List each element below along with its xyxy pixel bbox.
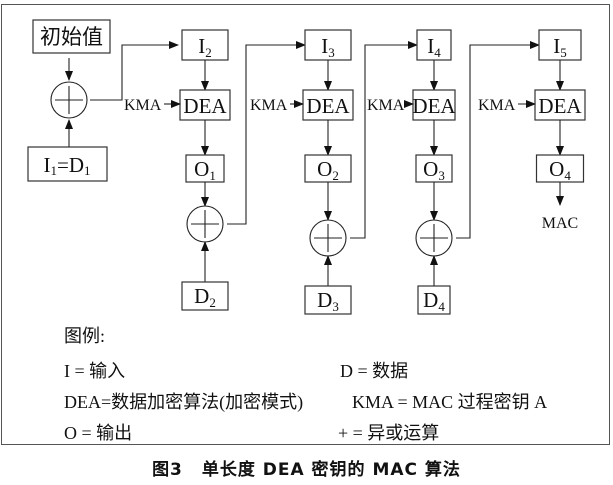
legend-item-input: I = 输入 xyxy=(64,361,126,381)
data-box xyxy=(304,285,352,315)
kma-label: KMA xyxy=(367,97,405,114)
chain-wire xyxy=(456,41,540,239)
output-label: O2 xyxy=(317,157,339,183)
first-input-label: I1=D1 xyxy=(43,153,90,178)
figure-number: 图3 xyxy=(152,460,183,480)
output-label: O4 xyxy=(549,157,571,183)
data-label: D2 xyxy=(194,284,216,310)
kma-label: KMA xyxy=(124,97,162,114)
dea-box xyxy=(534,89,586,121)
input-box xyxy=(538,29,582,61)
xor-icon xyxy=(50,58,88,147)
figure-title: 单长度 DEA 密钥的 MAC 算法 xyxy=(201,460,461,480)
first-input-box: I1=D1 xyxy=(27,146,108,182)
legend-item-data: D = 数据 xyxy=(340,361,409,381)
xor-icon xyxy=(415,219,453,257)
data-box xyxy=(181,281,229,311)
input-label: I2 xyxy=(198,34,212,60)
kma-label: KMA xyxy=(478,97,516,114)
diagram-frame xyxy=(1,4,610,445)
legend-item-output: O = 输出 xyxy=(64,423,133,443)
output-label: O1 xyxy=(194,157,216,183)
data-label: D3 xyxy=(317,288,339,314)
output-label: O3 xyxy=(423,157,445,183)
xor-icon xyxy=(186,205,224,243)
kma-label: KMA xyxy=(250,97,288,114)
figure-caption: 图3 单长度 DEA 密钥的 MAC 算法 xyxy=(0,455,613,480)
dea-box xyxy=(412,89,456,121)
xor-icon xyxy=(309,219,347,257)
initial-value-label: 初始值 xyxy=(40,25,103,49)
chain-wire xyxy=(350,41,418,239)
legend-item-kma: KMA = MAC 过程密钥 A xyxy=(352,392,548,412)
dea-label: DEA xyxy=(412,94,456,118)
dea-label: DEA xyxy=(538,94,582,118)
initial-value-box: 初始值 xyxy=(32,19,111,54)
dea-label: DEA xyxy=(183,94,227,118)
legend-item-xor: + = 异或运算 xyxy=(338,423,440,443)
legend-title: 图例: xyxy=(64,326,106,346)
input-label: I4 xyxy=(427,34,441,60)
data-box xyxy=(417,285,451,315)
dea-label: DEA xyxy=(306,94,350,118)
data-label: D4 xyxy=(423,288,445,314)
legend-item-dea: DEA=数据加密算法(加密模式) xyxy=(64,392,304,412)
input-label: I5 xyxy=(553,34,567,60)
input-label: I3 xyxy=(321,34,335,60)
chain-wire xyxy=(227,41,306,225)
mac-output-label: MAC xyxy=(542,215,578,232)
output-box xyxy=(304,154,352,183)
